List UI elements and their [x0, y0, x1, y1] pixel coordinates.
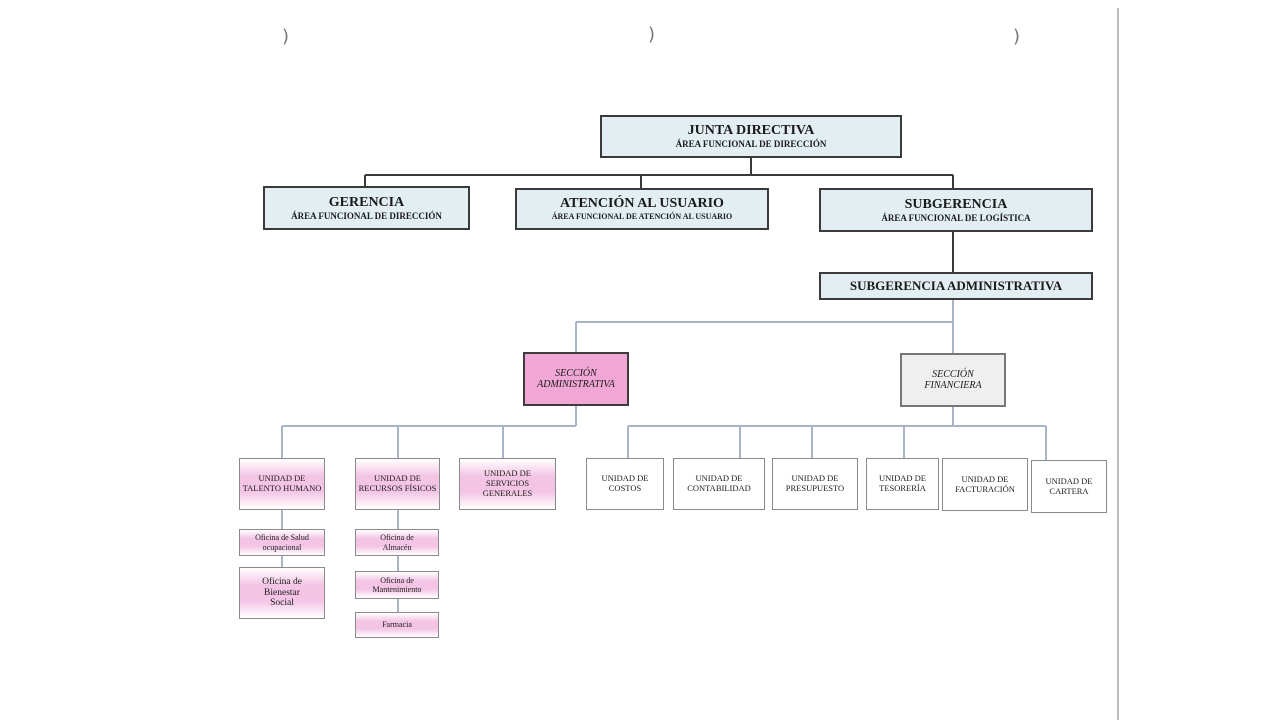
- unidad-servicios-generales-label: UNIDAD DE SERVICIOS GENERALES: [482, 468, 533, 498]
- farmacia-label: Farmacia: [382, 620, 412, 630]
- unidad-facturacion-box: UNIDAD DE FACTURACIÓN: [942, 458, 1028, 511]
- page-edge-line: [1117, 8, 1119, 720]
- subgerencia-title: SUBGERENCIA: [904, 196, 1008, 212]
- seccion-administrativa-box: SECCIÓN ADMINISTRATIVA: [523, 352, 629, 406]
- unidad-contabilidad-box: UNIDAD DE CONTABILIDAD: [673, 458, 765, 510]
- oficina-mantenimiento-box: Oficina de Mantenimiento: [355, 571, 439, 599]
- oficina-bienestar-label: Oficina de Bienestar Social: [262, 576, 302, 609]
- unidad-servicios-generales-box: UNIDAD DE SERVICIOS GENERALES: [459, 458, 556, 510]
- atencion-title: ATENCIÓN AL USUARIO: [560, 196, 724, 212]
- junta-subtitle: ÁREA FUNCIONAL DE DIRECCIÓN: [675, 139, 827, 150]
- unidad-talento-humano-box: UNIDAD DE TALENTO HUMANO: [239, 458, 325, 510]
- unidad-recursos-fisicos-label: UNIDAD DE RECURSOS FÍSICOS: [358, 473, 437, 493]
- oficina-salud-box: Oficina de Salud ocupacional: [239, 529, 325, 556]
- oficina-almacen-box: Oficina de Almacén: [355, 529, 439, 556]
- subgerencia-subtitle: ÁREA FUNCIONAL DE LOGÍSTICA: [881, 212, 1031, 223]
- seccion-financiera-box: SECCIÓN FINANCIERA: [900, 353, 1006, 407]
- unidad-cartera-box: UNIDAD DE CARTERA: [1031, 460, 1107, 513]
- unidad-costos-label: UNIDAD DE COSTOS: [601, 473, 649, 493]
- unidad-contabilidad-label: UNIDAD DE CONTABILIDAD: [687, 473, 751, 493]
- gerencia-box: GERENCIA ÁREA FUNCIONAL DE DIRECCIÓN: [263, 186, 470, 230]
- subgerencia-box: SUBGERENCIA ÁREA FUNCIONAL DE LOGÍSTICA: [819, 188, 1093, 232]
- oficina-salud-label: Oficina de Salud ocupacional: [255, 533, 309, 552]
- unidad-costos-box: UNIDAD DE COSTOS: [586, 458, 664, 510]
- atencion-usuario-box: ATENCIÓN AL USUARIO ÁREA FUNCIONAL DE AT…: [515, 188, 769, 230]
- unidad-cartera-label: UNIDAD DE CARTERA: [1045, 475, 1093, 496]
- seccion-financiera-label: SECCIÓN FINANCIERA: [924, 368, 982, 392]
- junta-directiva-box: JUNTA DIRECTIVA ÁREA FUNCIONAL DE DIRECC…: [600, 115, 902, 158]
- scan-mark-center: ): [648, 24, 656, 45]
- oficina-almacen-label: Oficina de Almacén: [380, 533, 414, 552]
- unidad-recursos-fisicos-box: UNIDAD DE RECURSOS FÍSICOS: [355, 458, 440, 510]
- oficina-bienestar-box: Oficina de Bienestar Social: [239, 567, 325, 619]
- scan-mark-left: ): [282, 26, 290, 47]
- unidad-tesoreria-box: UNIDAD DE TESORERÍA: [866, 458, 939, 510]
- farmacia-box: Farmacia: [355, 612, 439, 638]
- unidad-presupuesto-label: UNIDAD DE PRESUPUESTO: [785, 473, 845, 493]
- unidad-talento-humano-label: UNIDAD DE TALENTO HUMANO: [242, 473, 322, 493]
- gerencia-subtitle: ÁREA FUNCIONAL DE DIRECCIÓN: [291, 210, 442, 221]
- atencion-subtitle: ÁREA FUNCIONAL DE ATENCIÓN AL USUARIO: [551, 212, 733, 222]
- subgerencia-administrativa-box: SUBGERENCIA ADMINISTRATIVA: [819, 272, 1093, 300]
- seccion-administrativa-label: SECCIÓN ADMINISTRATIVA: [537, 367, 615, 391]
- scan-mark-right: ): [1013, 26, 1021, 47]
- unidad-presupuesto-box: UNIDAD DE PRESUPUESTO: [772, 458, 858, 510]
- oficina-mantenimiento-label: Oficina de Mantenimiento: [372, 575, 422, 594]
- unidad-facturacion-label: UNIDAD DE FACTURACIÓN: [955, 473, 1015, 494]
- subgerencia-admin-title: SUBGERENCIA ADMINISTRATIVA: [849, 277, 1063, 293]
- junta-title: JUNTA DIRECTIVA: [687, 123, 815, 139]
- gerencia-title: GERENCIA: [328, 194, 405, 210]
- unidad-tesoreria-label: UNIDAD DE TESORERÍA: [879, 473, 926, 493]
